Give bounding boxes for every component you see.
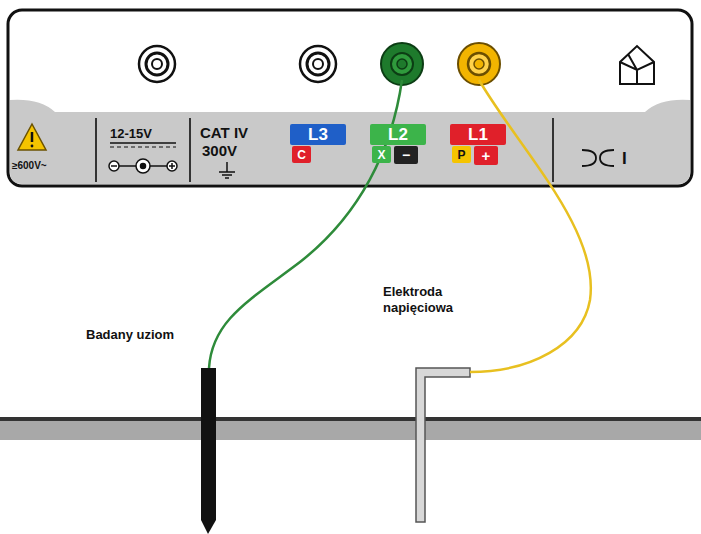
function-tag: X	[372, 146, 391, 163]
terminal-label-box: L2	[370, 124, 426, 145]
terminal-text: X	[377, 149, 385, 161]
separator	[189, 118, 191, 182]
terminal-text: P	[457, 149, 465, 161]
polarity-tag: +	[474, 146, 498, 165]
terminal-text: +	[482, 148, 491, 163]
current-symbol: I	[622, 148, 627, 169]
terminal-label-box: L1	[450, 124, 506, 145]
separator	[95, 118, 97, 182]
label-band	[10, 100, 690, 184]
electrode-label: Elektroda napięciowa	[383, 284, 475, 317]
terminal	[300, 46, 336, 82]
warning-symbol	[18, 124, 46, 150]
ground-symbol	[219, 162, 235, 178]
terminal-text: −	[402, 148, 410, 162]
voltage-rating: ≥600V~	[12, 160, 47, 173]
terminal-text: L1	[468, 126, 488, 143]
category-voltage: 300V	[202, 142, 237, 161]
terminal-text: L2	[388, 126, 408, 143]
soil	[0, 420, 701, 440]
category-rating: CAT IV	[200, 124, 248, 143]
clamp-symbol	[582, 150, 614, 166]
green-terminal	[381, 43, 423, 85]
terminal-text: C	[297, 149, 306, 161]
dc-polarity-symbol	[109, 159, 177, 173]
terminal-label-box: L3	[290, 124, 346, 145]
polarity-tag: −	[394, 146, 418, 164]
underline	[110, 142, 176, 144]
house-icon	[620, 46, 654, 84]
yellow-terminal	[458, 43, 500, 85]
terminal	[139, 46, 175, 82]
earth-rod-label: Badany uziom	[86, 327, 174, 343]
meter-housing	[8, 10, 692, 186]
supply-voltage: 12-15V	[110, 126, 152, 142]
earth-rod	[201, 368, 216, 534]
underline	[110, 147, 176, 148]
terminal-text: L3	[308, 126, 328, 143]
voltage-electrode	[416, 368, 470, 522]
separator	[552, 118, 554, 182]
function-tag: P	[452, 146, 471, 163]
function-tag: C	[292, 146, 311, 163]
ground-surface	[0, 417, 701, 421]
